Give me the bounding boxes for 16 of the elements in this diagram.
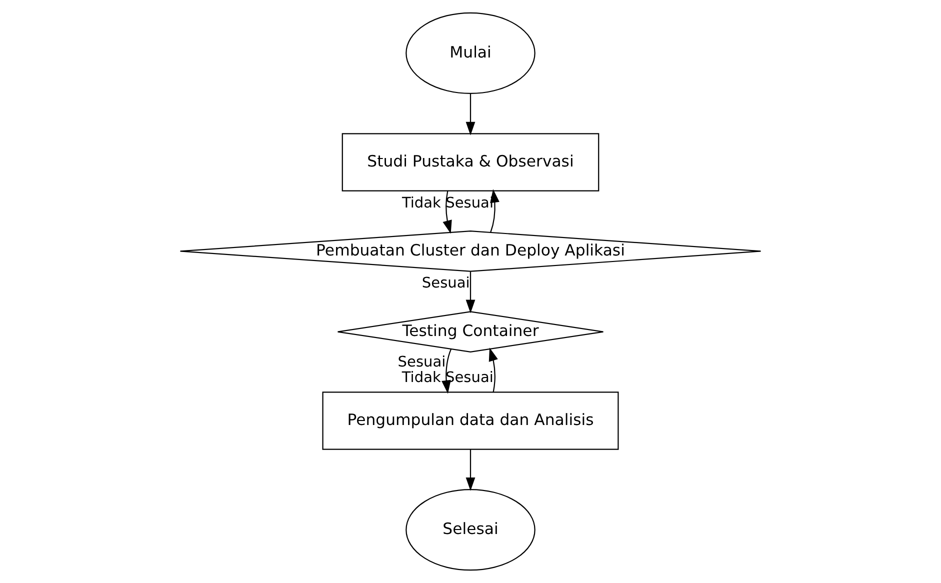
arrow [466,272,476,314]
edge-label: Tidak Sesuai [402,370,494,386]
arrow [466,93,476,136]
arrow [466,449,476,491]
arrow [488,348,498,392]
edge-label: Sesuai [422,276,470,292]
node-box: Studi Pustaka & Observasi [342,133,600,192]
node-diamond: Testing Container [337,311,604,352]
edge-label: Sesuai [398,354,446,370]
node-ellipse: Mulai [406,12,536,94]
edge-label: Tidak Sesuai [402,195,494,212]
node-box: Pengumpulan data dan Analisis [322,392,619,450]
arrow [442,190,452,234]
arrow [442,349,452,394]
node-ellipse: Selesai [406,489,536,571]
node-diamond: Pembuatan Cluster dan Deploy Aplikasi [180,230,762,272]
